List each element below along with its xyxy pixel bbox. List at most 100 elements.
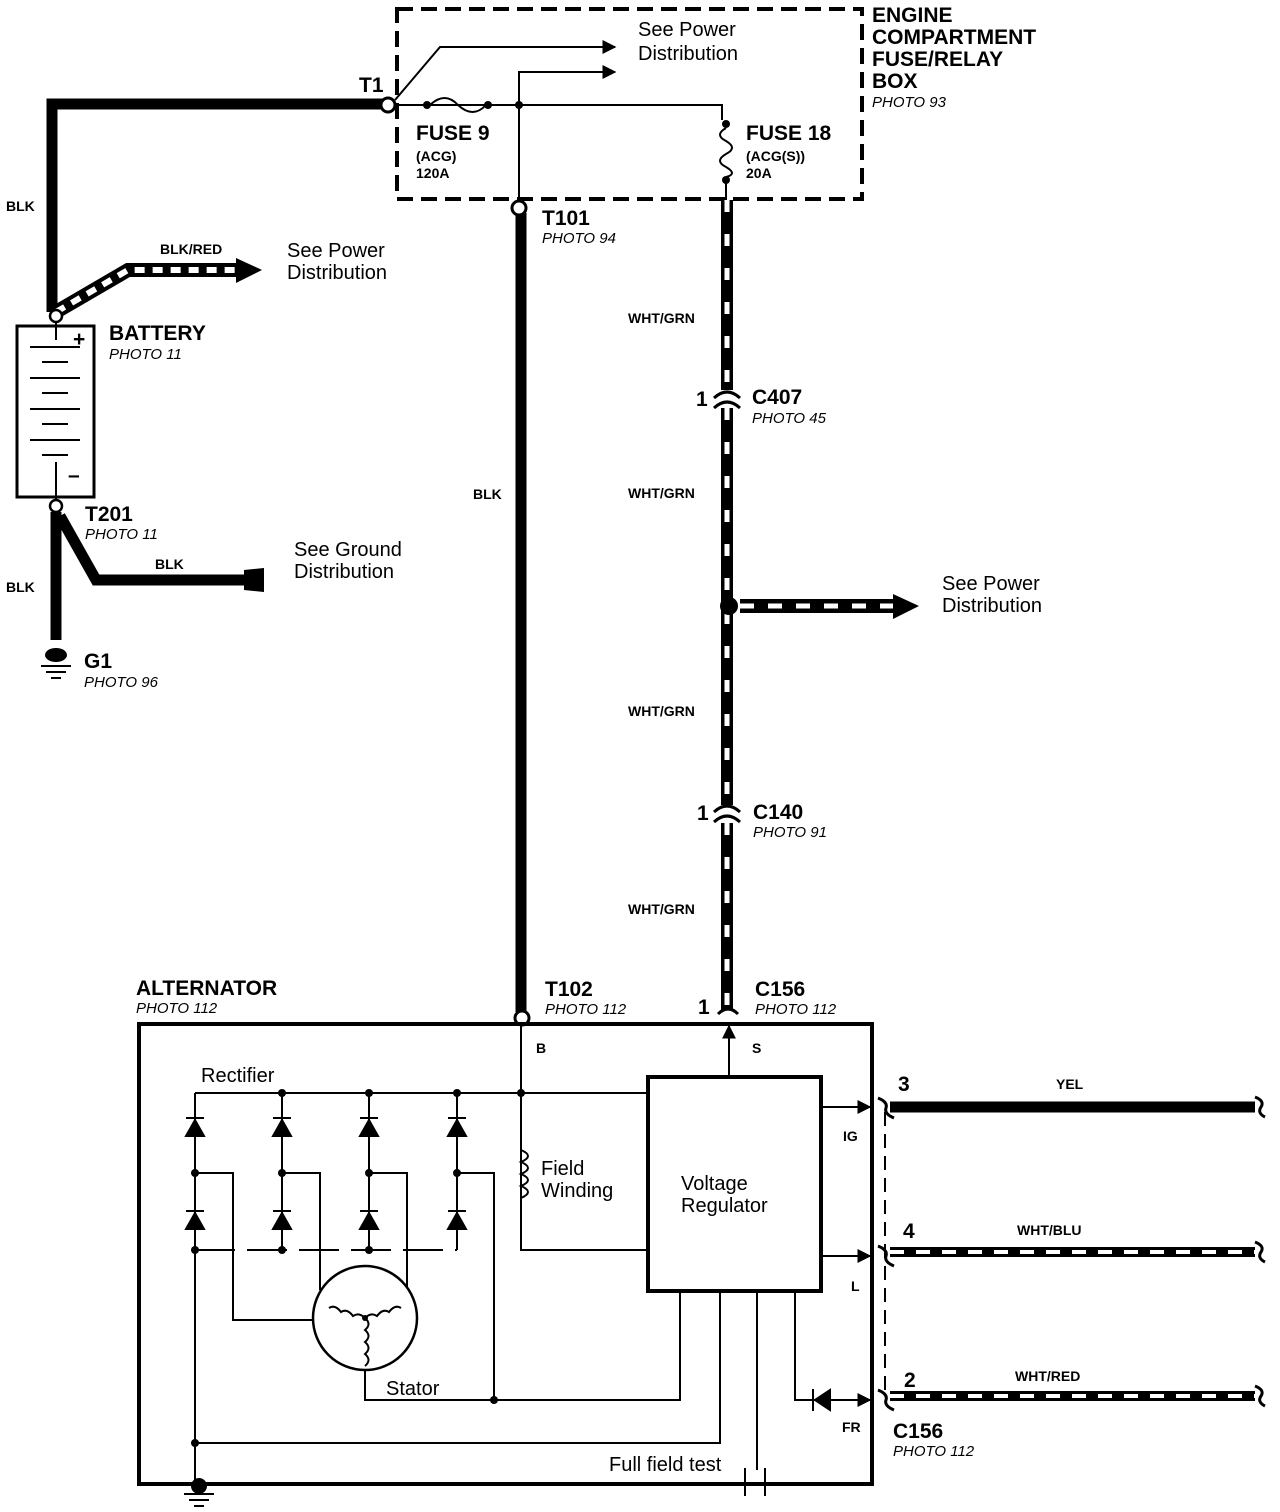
rectifier-diodes <box>184 1089 495 1484</box>
diode-icon <box>184 1210 206 1230</box>
fuse18-name: FUSE 18 <box>746 122 832 145</box>
wire-wht-grn-1: WHT/GRN <box>628 310 695 326</box>
diode-icon <box>446 1210 468 1230</box>
battery-plus: + <box>73 328 85 351</box>
pin-4: 4 <box>903 1220 915 1243</box>
t101-photo: PHOTO 94 <box>542 230 616 247</box>
stator-label: Stator <box>386 1378 440 1400</box>
fr-label: FR <box>842 1419 861 1435</box>
c407-connector-icon <box>712 390 742 410</box>
c140-label: C140 <box>753 801 803 824</box>
battery-circuit: T1 BLK BLK/RED See Power Distribution + … <box>6 74 402 691</box>
fuse9-node-icon <box>484 101 492 109</box>
battery-label: BATTERY <box>109 322 206 345</box>
alternator-photo: PHOTO 112 <box>136 1000 218 1017</box>
diode-icon <box>358 1210 380 1230</box>
l-label: L <box>851 1278 860 1294</box>
see-power-fuse-2: Distribution <box>638 43 738 65</box>
fr-diode-icon <box>812 1388 831 1412</box>
t201-photo: PHOTO 11 <box>85 526 158 543</box>
see-power-fuse-1: See Power <box>638 19 736 41</box>
c156-output-connector: 3 4 2 C156 PHOTO 112 YEL WHT/BLU WHT/RED <box>877 1073 1266 1460</box>
fuse-box-title-3: FUSE/RELAY <box>872 48 1003 71</box>
wire-blk-battery: BLK <box>6 198 35 214</box>
vr-label-2: Regulator <box>681 1195 768 1217</box>
ig-label: IG <box>843 1128 858 1144</box>
c156-pin: 1 <box>698 996 710 1019</box>
field-label-2: Winding <box>541 1180 613 1202</box>
fuse9-name: FUSE 9 <box>416 122 490 145</box>
ground-distribution-connector-icon <box>244 568 264 592</box>
wire-blk-g1: BLK <box>6 579 35 595</box>
battery-minus: – <box>68 464 80 487</box>
fuse18-rating: 20A <box>746 165 772 181</box>
arrow-icon <box>236 258 262 283</box>
fuse-box-title-2: COMPARTMENT <box>872 26 1036 49</box>
wire-wht-grn-4: WHT/GRN <box>628 901 695 917</box>
g1-photo: PHOTO 96 <box>84 674 159 691</box>
c407-photo: PHOTO 45 <box>752 410 827 427</box>
see-ground-1: See Ground <box>294 539 402 561</box>
t102-label: T102 <box>545 978 593 1001</box>
see-power-splice-1: See Power <box>942 573 1040 595</box>
c140-connector-icon <box>712 804 742 824</box>
wire-wht-grn-3: WHT/GRN <box>628 703 695 719</box>
splice-icon <box>720 597 738 615</box>
wire-wht-red: WHT/RED <box>1015 1368 1080 1384</box>
wire-blk-output: BLK <box>473 486 502 502</box>
t1-terminal-icon <box>379 96 397 114</box>
diode-icon <box>271 1117 293 1137</box>
t102-photo: PHOTO 112 <box>545 1001 627 1018</box>
battery-photo: PHOTO 11 <box>109 346 182 363</box>
alternator: ALTERNATOR PHOTO 112 B S Rectifier Field… <box>136 977 874 1507</box>
fuse9-code: (ACG) <box>416 148 456 164</box>
rectifier-label: Rectifier <box>201 1065 275 1087</box>
t101-label: T101 <box>542 207 590 230</box>
fuse-box-title-1: ENGINE <box>872 4 953 27</box>
alternator-label: ALTERNATOR <box>136 977 277 1000</box>
wire-yel: YEL <box>1056 1076 1084 1092</box>
field-winding-icon <box>518 1149 529 1199</box>
arrow-icon <box>893 594 919 619</box>
terminal-s: S <box>752 1040 761 1056</box>
output-wire: T101 PHOTO 94 BLK T102 PHOTO 112 <box>473 199 627 1027</box>
wire-wht-blu: WHT/BLU <box>1017 1222 1082 1238</box>
t201-terminal-icon <box>48 498 64 514</box>
diode-icon <box>271 1210 293 1230</box>
t201-label: T201 <box>85 503 133 526</box>
see-power-battery-2: Distribution <box>287 262 387 284</box>
c156-photo: PHOTO 112 <box>755 1001 837 1018</box>
t1-label: T1 <box>359 74 384 97</box>
c140-photo: PHOTO 91 <box>753 824 827 841</box>
g1-label: G1 <box>84 650 112 673</box>
diode-icon <box>358 1117 380 1137</box>
c407-label: C407 <box>752 386 802 409</box>
c156-bottom-photo: PHOTO 112 <box>893 1443 975 1460</box>
fuse9-rating: 120A <box>416 165 449 181</box>
alternator-ground-icon <box>184 1478 214 1507</box>
diode-icon <box>184 1117 206 1137</box>
full-field-test-label: Full field test <box>609 1454 722 1476</box>
fuse18-icon <box>719 127 733 178</box>
fuse18-code: (ACG(S)) <box>746 148 805 164</box>
t101-terminal-icon <box>510 199 528 217</box>
see-power-battery-1: See Power <box>287 240 385 262</box>
terminal-b: B <box>536 1040 546 1056</box>
wire-blk-ground: BLK <box>155 556 184 572</box>
fuse18-node-icon <box>722 120 730 128</box>
battery-positive-terminal-icon <box>48 308 64 324</box>
field-label-1: Field <box>541 1158 584 1180</box>
see-power-splice-2: Distribution <box>942 595 1042 617</box>
fuse-box-title-4: BOX <box>872 70 918 93</box>
fuse9-icon <box>429 97 487 113</box>
wire-blk-red: BLK/RED <box>160 241 222 257</box>
diode-icon <box>446 1117 468 1137</box>
pin-2: 2 <box>904 1369 916 1392</box>
b-junction-icon <box>517 1089 525 1097</box>
c156-connector-icon <box>716 1007 740 1016</box>
stator-icon <box>311 1264 419 1372</box>
ground-g1-icon <box>41 648 71 679</box>
voltage-regulator <box>646 1075 823 1293</box>
fuse9-node-icon <box>423 101 431 109</box>
